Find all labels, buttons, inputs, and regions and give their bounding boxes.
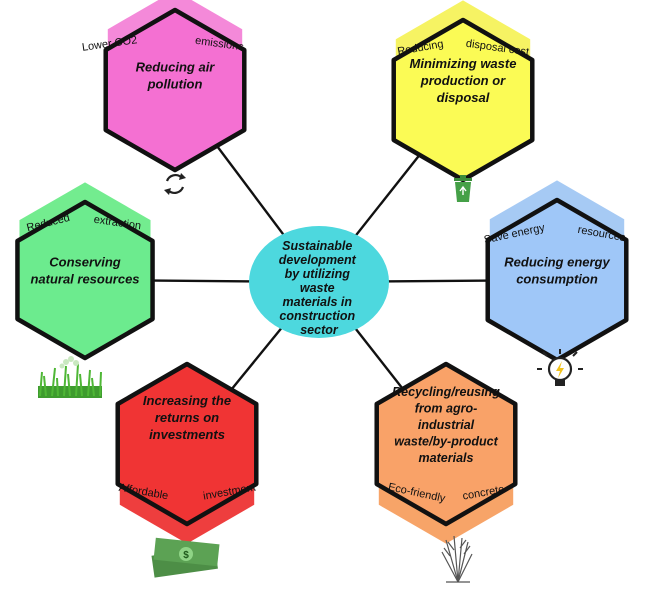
hexagon-title-line: natural resources [30, 272, 139, 287]
center-line: materials in [283, 295, 353, 309]
hexagon-title-line: waste/by-product [394, 435, 498, 449]
hexagon-title-line: consumption [516, 272, 598, 287]
hexagon-title-line: industrial [418, 418, 475, 432]
hexagon-title-waste: Minimizing waste production or disposal [410, 56, 517, 105]
hexagon-title-line: materials [419, 451, 474, 465]
hexagon-title-line: Conserving [49, 255, 121, 270]
hexagon-title-line: Increasing the [143, 393, 231, 408]
hexagon-title-line: pollution [147, 77, 203, 92]
center-line: sector [300, 323, 339, 337]
hexagon-title-line: Reducing energy [504, 255, 610, 270]
center-ellipse [249, 226, 389, 338]
hexagon-title-line: Recycling/reusing [392, 385, 500, 399]
hexagon-returns [115, 361, 259, 527]
money-icon: $ [151, 537, 220, 578]
hexagon-title-line: production or [420, 73, 506, 88]
hexagon-title-line: disposal [437, 90, 490, 105]
recycle-arrows-icon [164, 173, 186, 195]
hexagon-resources [15, 199, 155, 361]
grass-icon [38, 356, 102, 398]
svg-text:$: $ [183, 550, 189, 561]
hexagon-title-line: from agro- [415, 402, 478, 416]
center-line: waste [300, 281, 335, 295]
svg-text:Sustainable development: Sustainable development by utilizing was… [279, 239, 360, 337]
hexagon-title-energy: Reducing energy consumption [504, 255, 610, 287]
hexagon-title-line: investments [149, 427, 225, 442]
center-node: Sustainable development by utilizing was… [249, 226, 389, 338]
center-line: Sustainable [282, 239, 352, 253]
recycle-bin-icon [454, 175, 472, 202]
hexagon-title-air: Reducing air pollution [136, 60, 216, 92]
hexagon-title-line: Reducing air [136, 60, 216, 75]
hexagon-title-line: returns on [155, 410, 219, 425]
hexagon-air [103, 7, 247, 173]
hexagon-recycling [374, 361, 518, 527]
center-line: construction [279, 309, 355, 323]
light-bulb-icon [537, 349, 583, 386]
hexagon-title-returns: Increasing the returns on investments [143, 393, 231, 442]
center-line: development [279, 253, 357, 267]
hexagon-title-recycling: Recycling/reusing from agro-industrial was… [392, 385, 500, 465]
dried-plant-icon [441, 535, 473, 583]
hexagon-title-line: Minimizing waste [410, 56, 517, 71]
hexagon-title-resources: Conserving natural resources [30, 255, 139, 287]
center-line: by utilizing [285, 267, 351, 281]
